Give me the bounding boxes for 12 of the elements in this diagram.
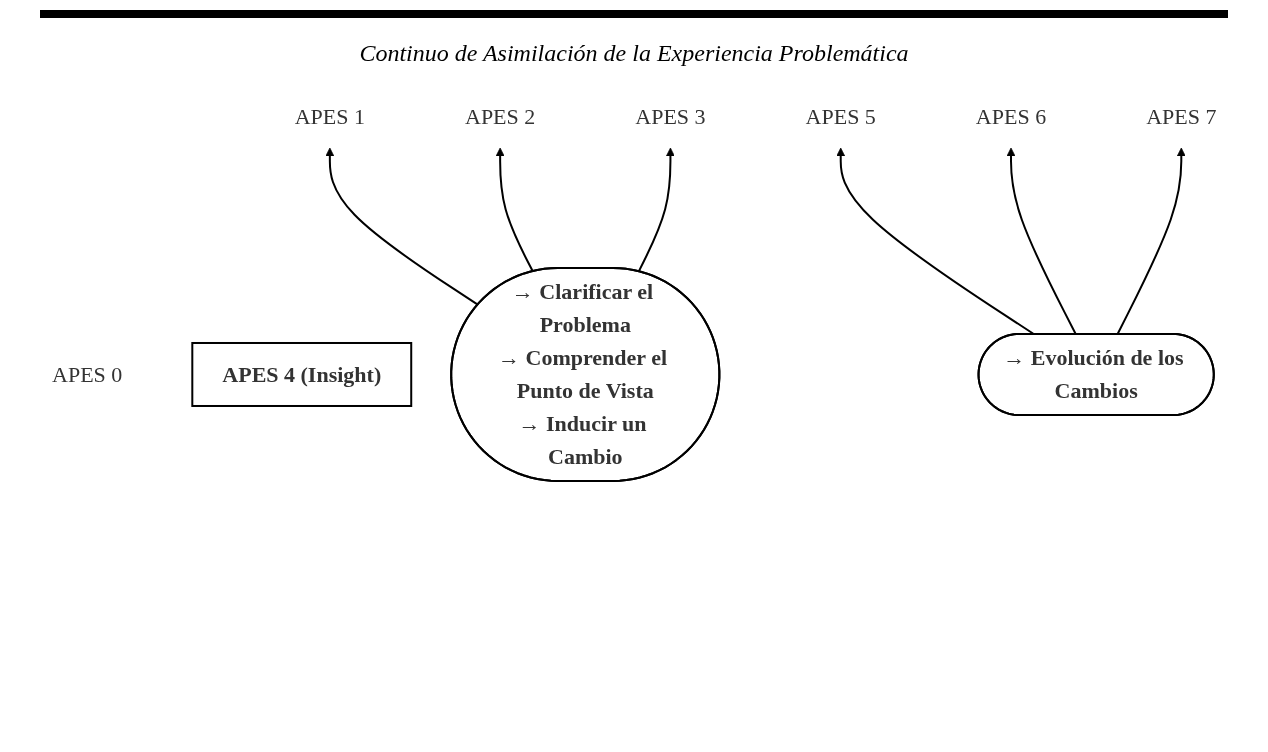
arrow [325,147,479,306]
node-text: APES 2 [464,104,536,129]
node-box: APES 4 (Insight) [191,342,412,407]
node-text: APES 5 [805,104,876,129]
node-text: APES 7 [1145,104,1217,129]
diagram-title: Continuo de Asimilación de la Experiencia Problemática [358,40,910,67]
arrow [495,147,534,273]
node-text: APES 1 [294,104,365,129]
node-text: APES 3 [635,104,706,129]
arrow [637,147,675,273]
node-text: APES 6 [975,104,1046,129]
node-text: APES 0 [51,361,123,387]
